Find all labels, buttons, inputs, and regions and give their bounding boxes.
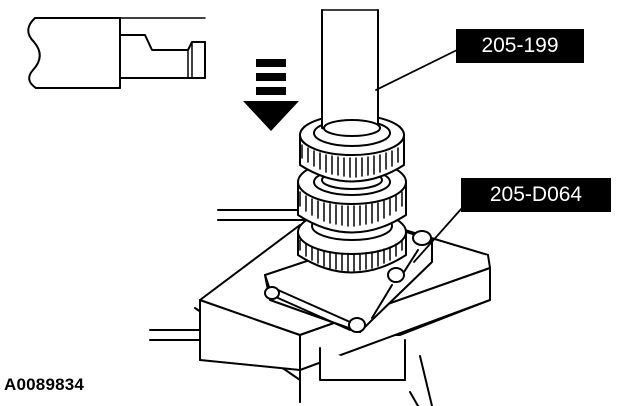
- tool-number-callout-upper: 205-199: [456, 29, 584, 63]
- figure-id-label: A0089834: [4, 375, 85, 394]
- down-arrow-icon: [243, 59, 299, 131]
- leader-lines: [375, 49, 463, 263]
- tool-number-callout-lower: 205-D064: [461, 178, 611, 212]
- installer-tube: [321, 9, 381, 137]
- tool-tip-detail: [27, 17, 206, 89]
- gear-stack: [297, 114, 407, 274]
- leader-lower-tool: [413, 207, 463, 263]
- leader-upper-tool: [375, 49, 458, 91]
